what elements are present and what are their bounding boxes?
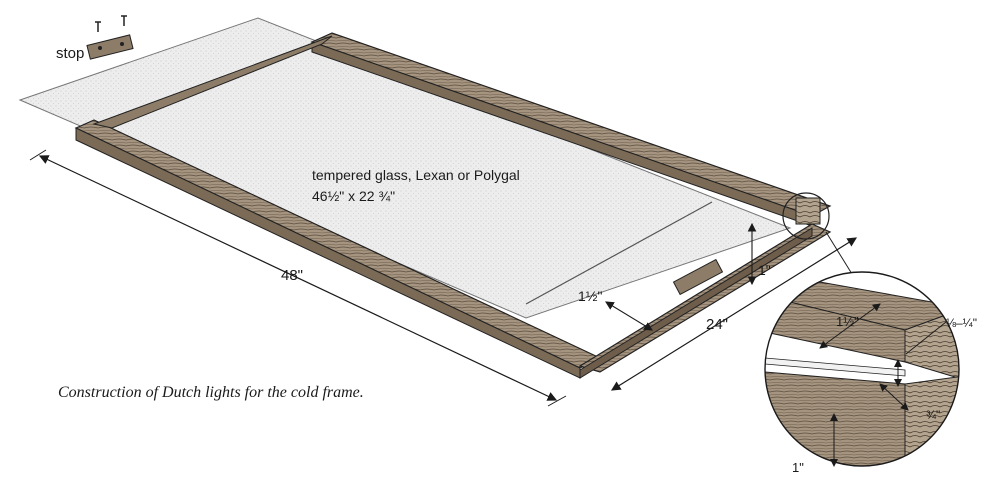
screw-icon (95, 21, 101, 32)
detail-rail-width-label: 1½" (836, 314, 859, 329)
detail-glass-slot (765, 357, 906, 377)
dimension-48 (38, 155, 558, 401)
length-label: 48" (281, 267, 304, 284)
detail-dim-rail-width (819, 303, 881, 349)
material-label: tempered glass, Lexan or Polygal (312, 167, 520, 183)
rail-height-label: 1" (758, 262, 771, 278)
screw-icon (121, 15, 127, 26)
figure-caption: Construction of Dutch lights for the col… (58, 384, 364, 401)
corner-joint (795, 197, 821, 225)
width-label: 24" (706, 316, 729, 333)
detail-dim-depth (879, 383, 909, 411)
detail-circle (764, 271, 960, 467)
stop-strip (86, 34, 134, 60)
top-end-rail (92, 35, 333, 129)
detail-depth-label: ¾" (926, 408, 941, 422)
detail-height-label: 1" (792, 460, 804, 475)
rail-width-label: 1½" (578, 288, 603, 304)
dimension-24 (610, 237, 858, 391)
detail-bottom-rail (765, 371, 906, 466)
detail-leader-line (825, 231, 853, 275)
stop-label: stop (56, 45, 85, 62)
glass-size-label: 46½" x 22 ¾" (312, 188, 396, 204)
dimension-rail-width (605, 301, 653, 331)
detail-groove-label: ⅛–¼" (946, 316, 977, 330)
